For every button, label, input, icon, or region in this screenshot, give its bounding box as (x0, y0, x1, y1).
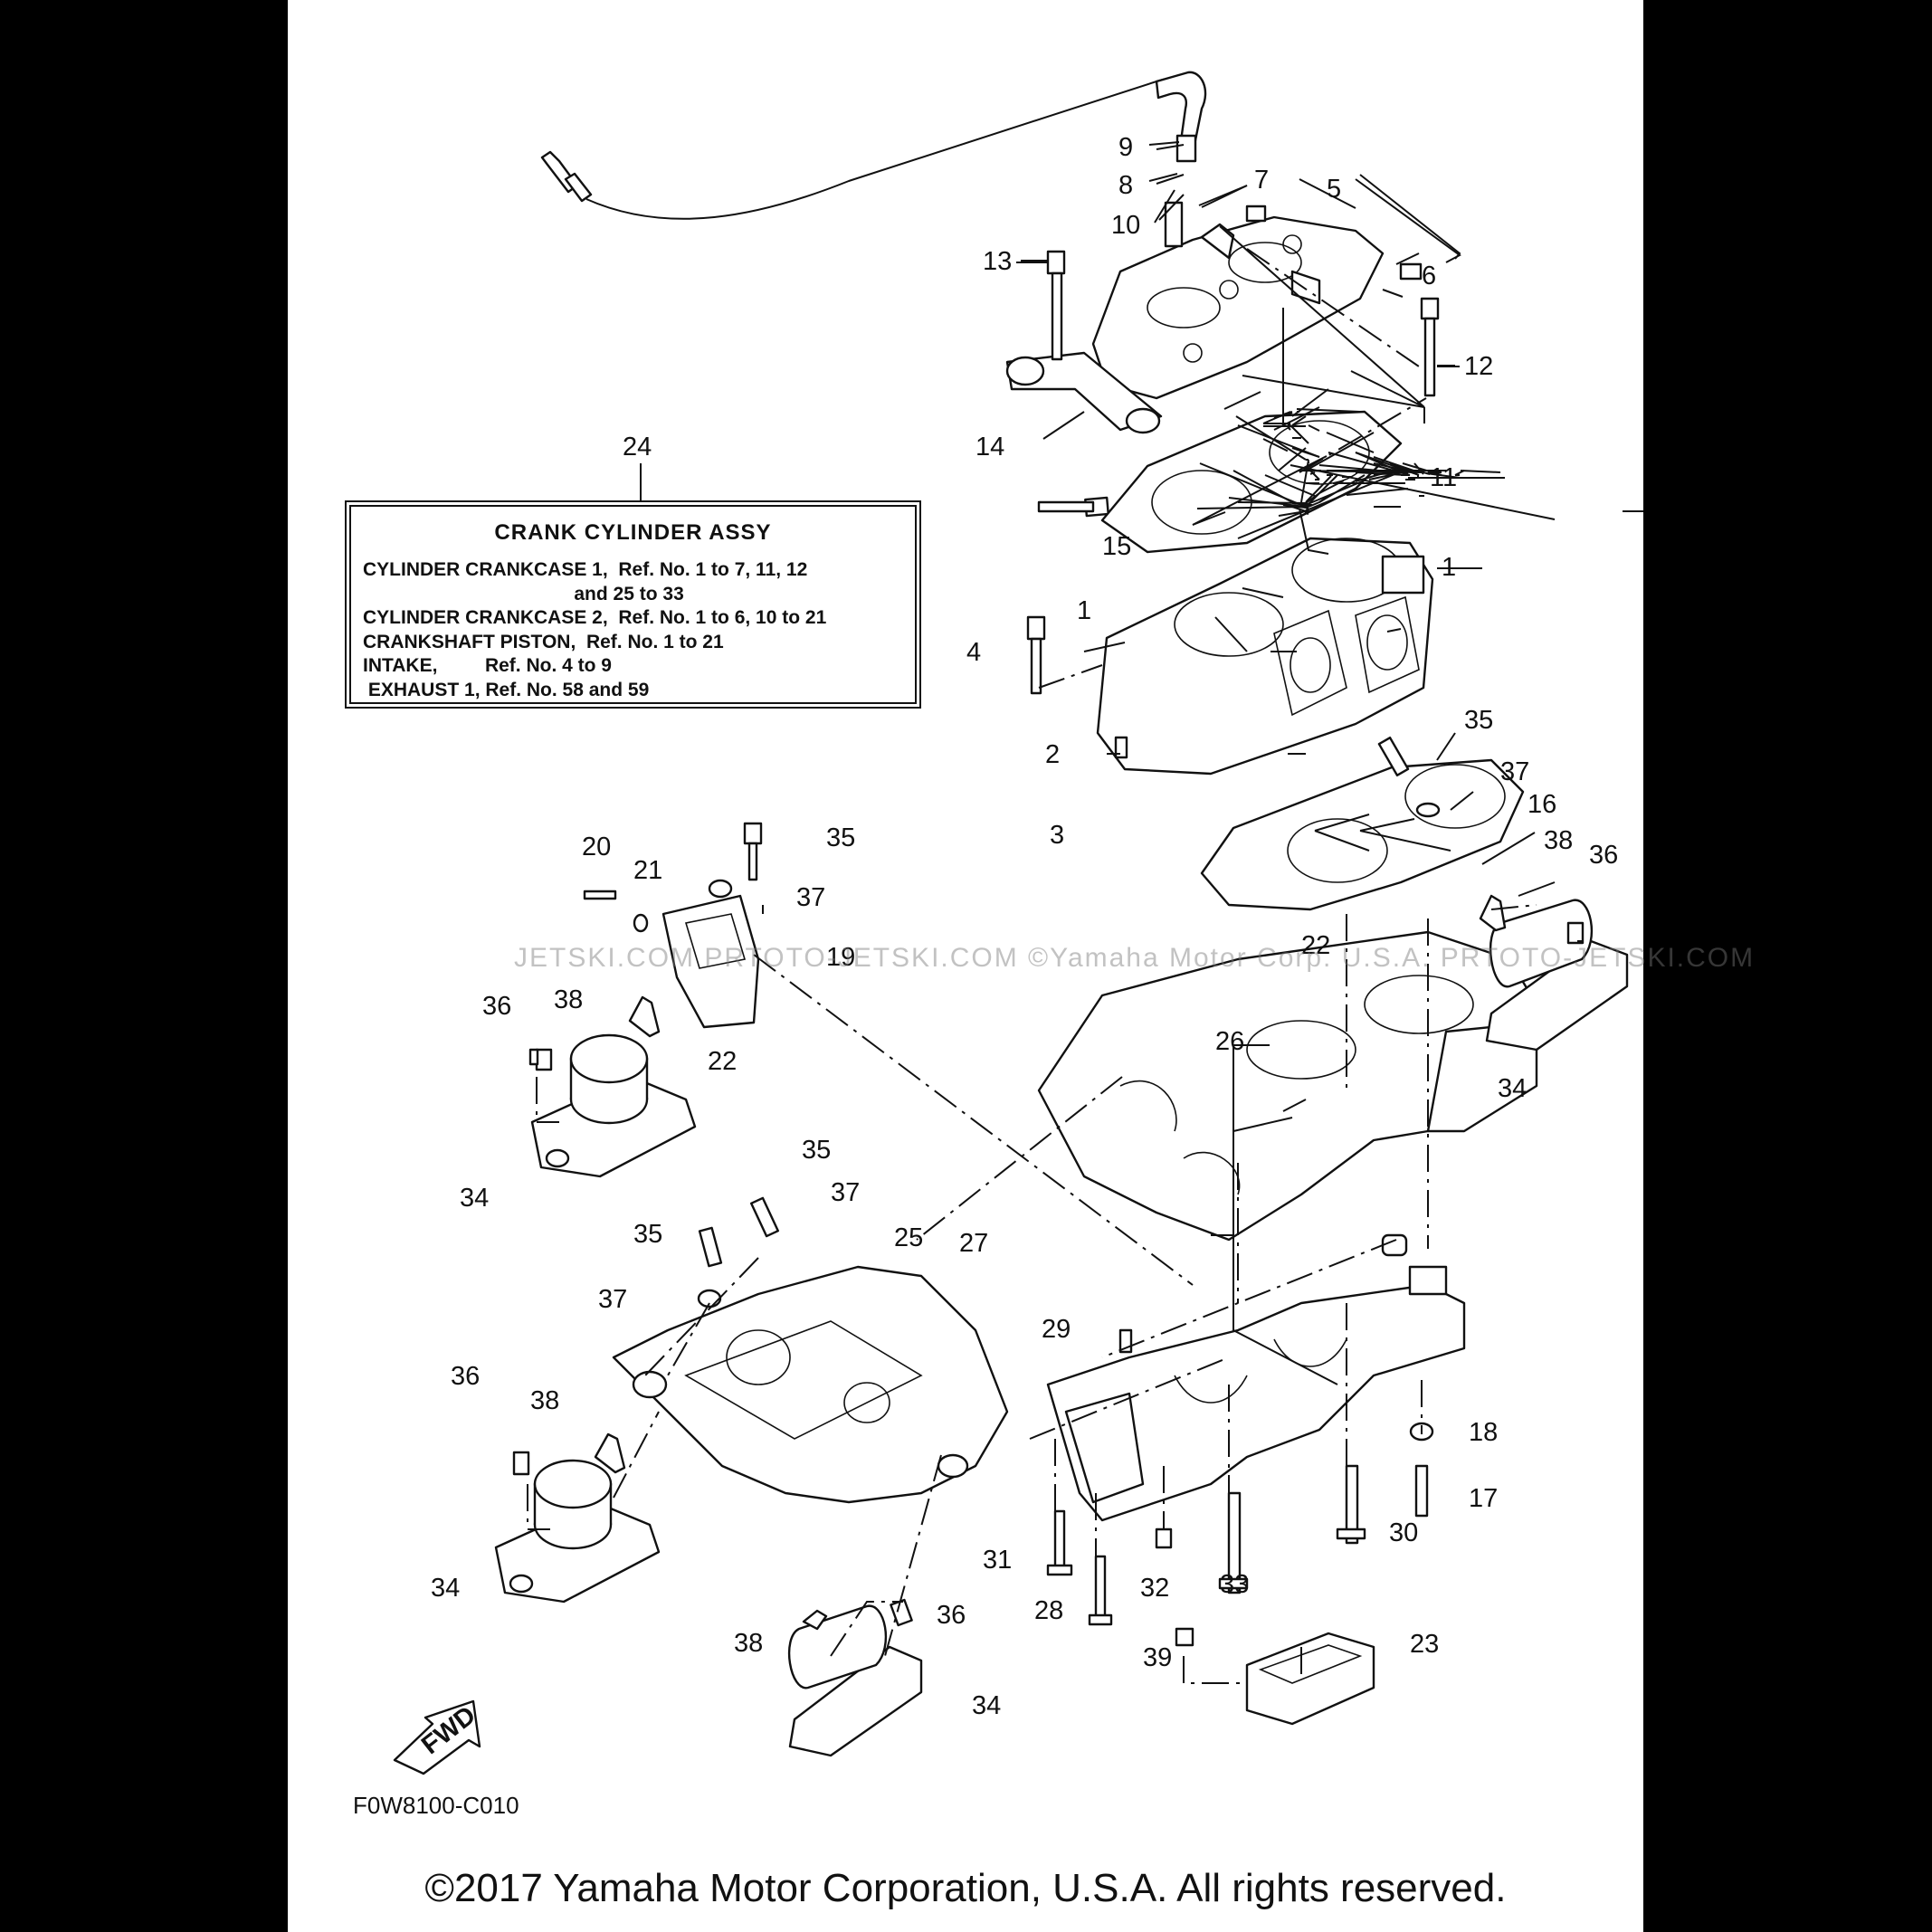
note-line: CYLINDER CRANKCASE 2, Ref. No. 1 to 6, 1… (363, 607, 827, 628)
callout-36-left-bottom: 36 (451, 1362, 480, 1391)
watermark: JETSKI.COM PRTOTO-JETSKI.COM ©Yamaha Mot… (514, 943, 1756, 973)
callout-38-left-bottom: 38 (530, 1386, 559, 1415)
callout-19: 19 (826, 943, 855, 972)
copyright-notice: ©2017 Yamaha Motor Corporation, U.S.A. A… (424, 1866, 1507, 1910)
note-line: EXHAUST 1, Ref. No. 58 and 59 (363, 679, 650, 700)
note-title: CRANK CYLINDER ASSY (494, 520, 772, 545)
callout-37-pto-left: 37 (598, 1285, 627, 1314)
callout-21: 21 (633, 856, 662, 885)
callout-33: 33 (1220, 1570, 1249, 1599)
callout-34-left-top: 34 (460, 1184, 489, 1213)
callout-6: 6 (1422, 262, 1436, 290)
callout-14: 14 (976, 433, 1004, 462)
callout-35-pto-left: 35 (633, 1220, 662, 1249)
callout-34-right: 34 (1498, 1074, 1527, 1103)
callout-16: 16 (1528, 790, 1556, 819)
callout-22-right: 22 (1301, 931, 1330, 960)
parts-diagram-sheet: FWD (288, 0, 1753, 1932)
dowel-pin-2 (1114, 736, 1128, 759)
engine-mount-left-top (530, 1033, 697, 1178)
callout-32: 32 (1140, 1574, 1169, 1603)
note-line: INTAKE, Ref. No. 4 to 9 (363, 655, 612, 676)
callout-28: 28 (1034, 1596, 1063, 1625)
upper-crankcase (1037, 926, 1538, 1242)
cylinder-head (1091, 201, 1385, 400)
callout-26: 26 (1215, 1027, 1244, 1056)
callout-37-bracket: 37 (796, 883, 825, 912)
callout-36-bottom: 36 (937, 1601, 966, 1630)
callout-35-bracket: 35 (826, 823, 855, 852)
engine-mount-left-bottom (494, 1459, 661, 1604)
callout-29: 29 (1042, 1315, 1071, 1344)
stopper-38b (594, 1432, 626, 1474)
callout-13: 13 (983, 247, 1012, 276)
callout-34-left-bottom: 34 (431, 1574, 460, 1603)
callout-4: 4 (966, 638, 981, 667)
cover-23 (1245, 1632, 1375, 1726)
cylinder-block (1096, 537, 1434, 776)
major-leaders (1016, 144, 1482, 852)
callout-11: 11 (1430, 463, 1457, 492)
callout-35-right: 35 (1464, 706, 1493, 735)
pto-housing (612, 1265, 1009, 1504)
base-gasket (1200, 758, 1525, 911)
callout-24: 24 (623, 433, 652, 462)
callout-35-pto: 35 (802, 1136, 831, 1165)
exploded-parts-diagram: FWD (393, 71, 1643, 1775)
callout-12: 12 (1464, 352, 1493, 381)
stopper-38a (628, 995, 661, 1038)
note-line: CYLINDER CRANKCASE 1, Ref. No. 1 to 7, 1… (363, 559, 808, 580)
callout-34-bottom: 34 (972, 1691, 1001, 1720)
alignment-lines (527, 248, 1582, 1684)
callout-labels: 9 8 7 5 10 13 6 12 14 11 15 1 1 4 2 35 3… (431, 133, 1618, 1720)
note-line: CRANKSHAFT PISTON, Ref. No. 1 to 21 (363, 631, 724, 652)
callout-8: 8 (1118, 171, 1133, 200)
engine-bracket (1005, 351, 1163, 434)
callout-18: 18 (1469, 1418, 1498, 1447)
callout-1-left: 1 (1077, 596, 1091, 625)
callout-30: 30 (1389, 1518, 1418, 1547)
callout-39: 39 (1143, 1643, 1172, 1672)
callout-27: 27 (959, 1229, 988, 1258)
callout-38-bottom: 38 (734, 1629, 763, 1658)
callout-17: 17 (1469, 1484, 1498, 1513)
callout-25: 25 (894, 1223, 923, 1252)
engine-mount-right (1485, 899, 1629, 1052)
callout-9: 9 (1118, 133, 1133, 162)
callout-36-left-top: 36 (482, 992, 511, 1021)
note-line: and 25 to 33 (363, 583, 684, 604)
callout-38-left-top: 38 (554, 985, 583, 1014)
lower-crankcase (1046, 1265, 1466, 1522)
callout-36-right: 36 (1589, 841, 1618, 870)
bracket-25 (1211, 1044, 1338, 1385)
callout-10: 10 (1111, 211, 1140, 240)
callout-37-right: 37 (1500, 757, 1529, 786)
stopper-38d (802, 1609, 828, 1631)
callout-37-pto: 37 (831, 1178, 860, 1207)
bolts-upper (1026, 205, 1440, 695)
callout-2: 2 (1045, 740, 1060, 769)
callout-5: 5 (1327, 175, 1341, 204)
small-bolts (512, 736, 1585, 1647)
callout-38-right: 38 (1544, 826, 1573, 855)
head-gasket (1100, 410, 1403, 554)
intake-hose (540, 71, 1207, 220)
callout-1-right: 1 (1442, 553, 1456, 582)
callout-leaders (1214, 391, 1643, 852)
stopper-38c (1479, 894, 1507, 932)
leaders-2 (1436, 732, 1556, 897)
callout-20: 20 (582, 833, 611, 861)
bracket-19 (661, 894, 760, 1029)
callout-15: 15 (1102, 532, 1131, 561)
callout-3: 3 (1050, 821, 1064, 850)
callout-22-left: 22 (708, 1047, 737, 1076)
assembly-note-box: CRANK CYLINDER ASSY CYLINDER CRANKCASE 1… (345, 500, 921, 709)
diagram-code: F0W8100-C010 (353, 1792, 519, 1819)
callout-31: 31 (983, 1546, 1012, 1575)
callout-23: 23 (1410, 1630, 1439, 1659)
callout-7: 7 (1254, 166, 1269, 195)
leader-lines (1021, 141, 1556, 1112)
